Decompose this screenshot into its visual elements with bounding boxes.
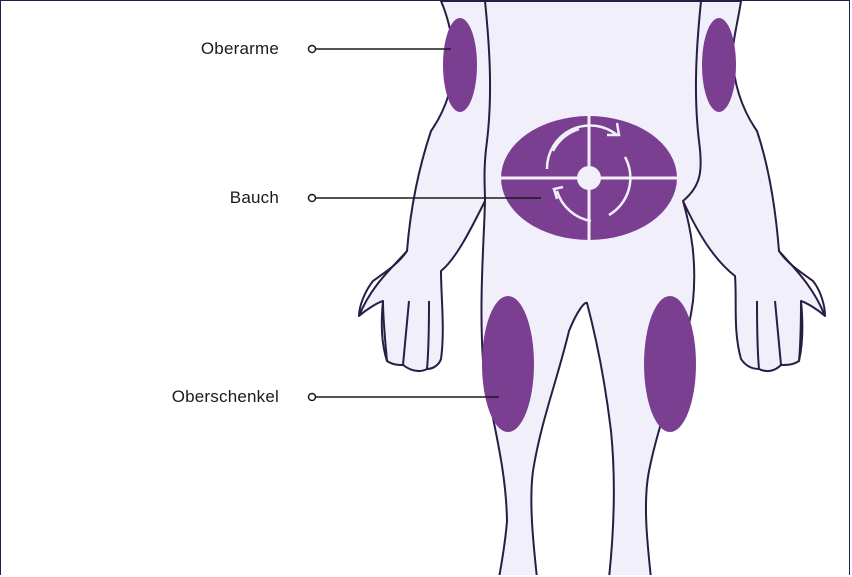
site-left-thigh [482, 296, 534, 432]
label-thighs: Oberschenkel [172, 387, 279, 407]
abdomen-navel [577, 166, 601, 190]
site-left-upper-arm [443, 18, 477, 112]
leader-upper-arms [309, 46, 452, 53]
label-abdomen: Bauch [230, 188, 279, 208]
site-right-upper-arm [702, 18, 736, 112]
leader-thighs [309, 394, 500, 401]
site-right-thigh [644, 296, 696, 432]
label-upper-arms: Oberarme [201, 39, 279, 59]
body-silhouette [359, 1, 825, 575]
